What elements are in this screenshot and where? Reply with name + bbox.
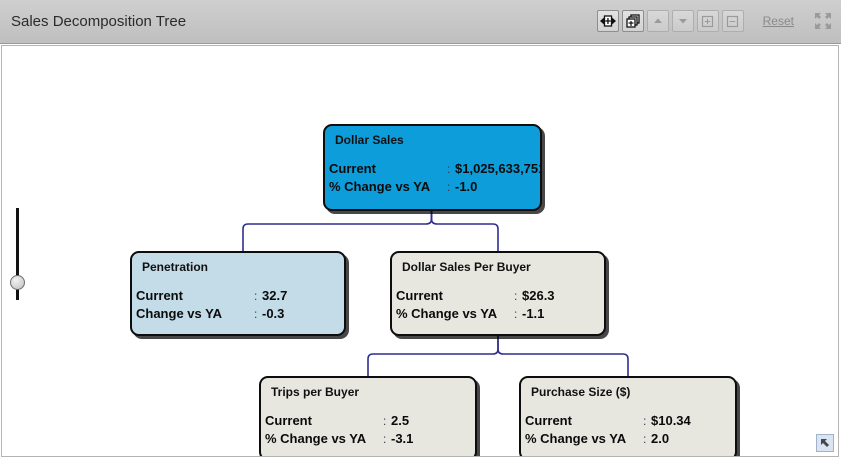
metric-separator: : <box>254 289 258 303</box>
metric-value: 2.5 <box>391 413 410 428</box>
metric-label: Current <box>396 288 443 303</box>
node-title: Dollar Sales Per Buyer <box>402 260 531 274</box>
metric-label: % Change vs YA <box>265 431 367 446</box>
resize-collapse-arrow-icon <box>821 439 829 447</box>
metric-label: % Change vs YA <box>329 179 431 194</box>
tree-canvas[interactable]: Dollar Sales Current : $1,025,633,751 % … <box>1 45 839 457</box>
zoom-slider[interactable] <box>10 196 32 346</box>
metric-label: Current <box>136 288 183 303</box>
page-title: Sales Decomposition Tree <box>11 13 187 30</box>
metric-separator: : <box>514 307 518 321</box>
tree-node-penetration[interactable]: Penetration Current : 32.7 Change vs YA … <box>130 251 346 336</box>
maximize-four-arrows-icon[interactable] <box>815 13 831 29</box>
toolbar: Reset <box>596 10 833 32</box>
metric-label: % Change vs YA <box>396 306 498 321</box>
metric-separator: : <box>643 414 647 428</box>
node-metric-row: % Change vs YA : 2.0 <box>525 431 731 449</box>
node-title: Purchase Size ($) <box>531 385 631 399</box>
tree-node-trips-per-buyer[interactable]: Trips per Buyer Current : 2.5 % Change v… <box>259 376 477 456</box>
triangle-up-icon <box>653 18 662 23</box>
node-title: Trips per Buyer <box>271 385 360 399</box>
node-title: Penetration <box>142 260 209 274</box>
metric-value: -0.3 <box>262 306 285 321</box>
tree-node-dollar-sales[interactable]: Dollar Sales Current : $1,025,633,751 % … <box>323 124 542 211</box>
metric-value: -1.0 <box>455 179 478 194</box>
expand-all-layers-button[interactable] <box>621 10 644 32</box>
zoom-slider-thumb[interactable] <box>10 275 25 290</box>
metric-separator: : <box>254 307 258 321</box>
metric-label: Change vs YA <box>136 306 222 321</box>
metric-separator: : <box>383 414 387 428</box>
node-metric-row: Change vs YA : -0.3 <box>136 306 340 324</box>
node-metrics: Current : $10.34 % Change vs YA : 2.0 <box>525 413 731 449</box>
node-metrics: Current : 32.7 Change vs YA : -0.3 <box>136 288 340 324</box>
metric-label: Current <box>329 161 376 176</box>
tree-node-purchase-size[interactable]: Purchase Size ($) Current : $10.34 % Cha… <box>519 376 737 456</box>
metric-separator: : <box>383 432 387 446</box>
metric-separator: : <box>514 289 518 303</box>
metric-label: % Change vs YA <box>525 431 627 446</box>
metric-value: $26.3 <box>522 288 555 303</box>
node-metric-row: Current : 32.7 <box>136 288 340 306</box>
node-title: Dollar Sales <box>335 133 404 147</box>
title-bar: Sales Decomposition Tree <box>0 0 841 44</box>
move-up-button[interactable] <box>646 10 669 32</box>
node-metric-row: % Change vs YA : -1.0 <box>329 179 536 197</box>
node-metrics: Current : $1,025,633,751 % Change vs YA … <box>329 161 540 197</box>
node-metric-row: Current : $10.34 <box>525 413 731 431</box>
node-metric-row: % Change vs YA : -3.1 <box>265 431 471 449</box>
metric-value: 2.0 <box>651 431 670 446</box>
tree-node-dollar-sales-per-buyer[interactable]: Dollar Sales Per Buyer Current : $26.3 %… <box>390 251 606 336</box>
node-metric-row: % Change vs YA : -1.1 <box>396 306 600 324</box>
metric-label: Current <box>525 413 572 428</box>
metric-value: -3.1 <box>391 431 414 446</box>
metric-separator: : <box>643 432 647 446</box>
move-down-button[interactable] <box>671 10 694 32</box>
node-metric-row: Current : $1,025,633,751 <box>329 161 540 179</box>
metric-value: 32.7 <box>262 288 288 303</box>
node-metric-row: Current : $26.3 <box>396 288 600 306</box>
expand-horizontal-icon <box>599 15 616 27</box>
resize-handle[interactable] <box>816 434 834 452</box>
metric-separator: : <box>447 180 451 194</box>
expand-node-button[interactable] <box>696 10 719 32</box>
metric-label: Current <box>265 413 312 428</box>
collapse-node-button[interactable] <box>721 10 744 32</box>
metric-value: $10.34 <box>651 413 691 428</box>
minus-box-icon <box>727 15 739 27</box>
expand-horizontal-button[interactable] <box>596 10 619 32</box>
triangle-down-icon <box>678 19 687 24</box>
reset-link[interactable]: Reset <box>762 14 794 28</box>
node-metric-row: Current : 2.5 <box>265 413 471 431</box>
stacked-layers-plus-icon <box>625 14 640 28</box>
metric-value: $1,025,633,751 <box>455 161 542 176</box>
metric-separator: : <box>447 162 451 176</box>
node-metrics: Current : $26.3 % Change vs YA : -1.1 <box>396 288 600 324</box>
node-metrics: Current : 2.5 % Change vs YA : -3.1 <box>265 413 471 449</box>
plus-box-icon <box>702 15 714 27</box>
zoom-slider-track[interactable] <box>16 208 19 300</box>
metric-value: -1.1 <box>522 306 545 321</box>
